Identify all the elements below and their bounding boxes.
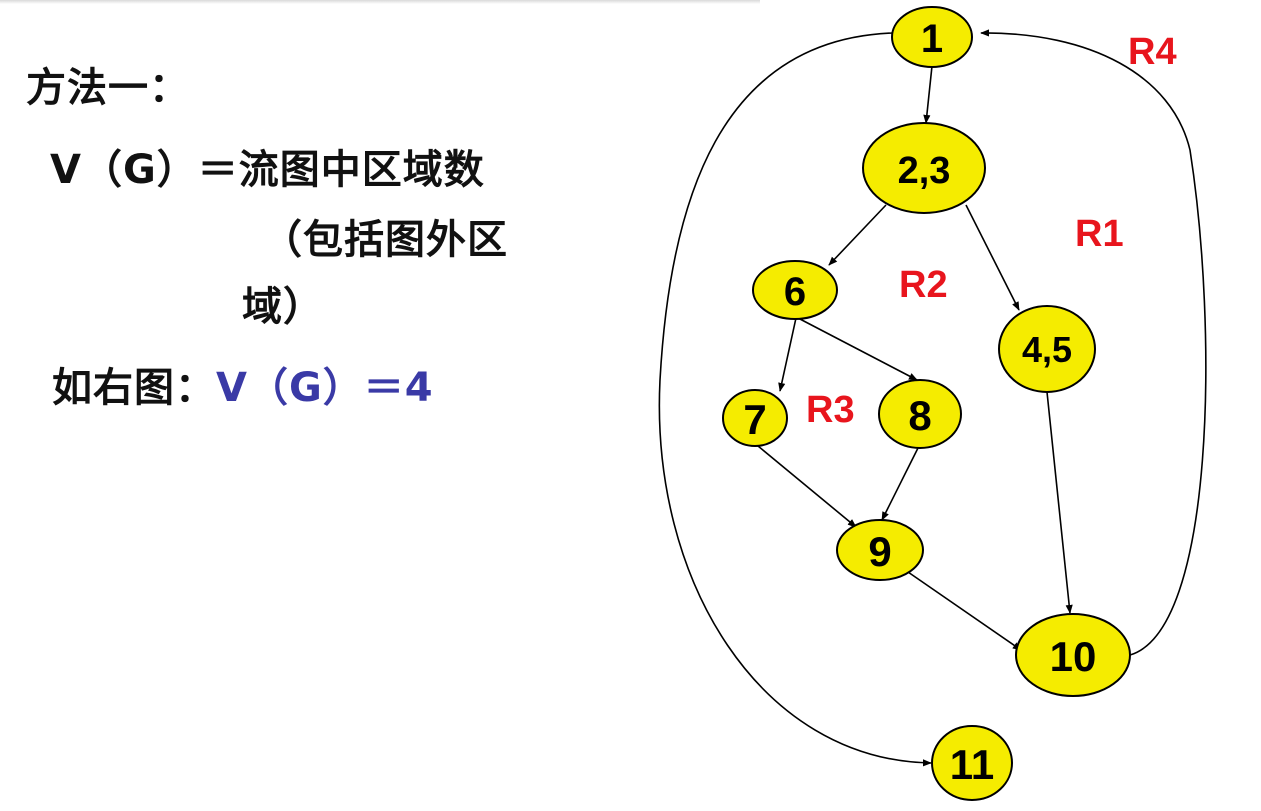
- node-1: 1: [891, 6, 973, 68]
- edge-1-to-11: [658, 32, 932, 767]
- node-7-label: 7: [743, 396, 766, 443]
- method-title: 方法一：: [26, 65, 190, 111]
- edge-2-3-to-6: [828, 204, 887, 266]
- node-11-circle: [931, 725, 1013, 801]
- node-2-3-label: 2,3: [898, 150, 951, 192]
- node-6-circle: [752, 260, 838, 320]
- edge-1-to-2-3: [923, 65, 933, 124]
- edge-8-to-9: [881, 447, 919, 521]
- node-4-5: 4,5: [998, 305, 1096, 393]
- node-8: 8: [878, 379, 962, 449]
- top-border-strip: [0, 0, 760, 4]
- edge-2-3-to-4-5: [965, 204, 1020, 311]
- edge-7-to-9: [757, 445, 857, 528]
- method-text-panel: 方法一： V（G）＝流图中区域数 （包括图外区 域） 如右图：V（G）＝4: [26, 65, 508, 412]
- region-label-r1: R1: [1075, 213, 1124, 255]
- node-8-label: 8: [908, 392, 931, 439]
- node-11: 11: [931, 725, 1013, 801]
- formula-continuation-2: 域）: [242, 284, 324, 330]
- example-line: 如右图：V（G）＝4: [52, 364, 434, 412]
- region-label-r4: R4: [1128, 31, 1177, 73]
- node-2-3-circle: [862, 122, 986, 214]
- graph-nodes: 1 2,3 6 4,5 7 8 9 10: [722, 6, 1131, 801]
- graph-edges: [658, 29, 1207, 767]
- node-6-label: 6: [784, 270, 806, 314]
- edge-10-to-1: [980, 29, 1207, 656]
- node-9: 9: [836, 519, 924, 581]
- node-1-label: 1: [921, 17, 943, 61]
- edge-6-to-8: [797, 317, 918, 381]
- node-4-5-label: 4,5: [1022, 329, 1072, 370]
- region-labels: R1 R2 R3 R4: [806, 31, 1177, 431]
- node-7-circle: [722, 389, 788, 447]
- node-9-label: 9: [868, 528, 891, 575]
- node-7: 7: [722, 389, 788, 447]
- node-9-circle: [836, 519, 924, 581]
- region-label-r2: R2: [899, 264, 948, 306]
- formula-continuation-1: （包括图外区: [262, 217, 508, 263]
- node-6: 6: [752, 260, 838, 320]
- node-1-circle: [891, 6, 973, 68]
- edge-9-to-10: [907, 571, 1022, 651]
- node-10-label: 10: [1050, 633, 1097, 680]
- example-result: V（G）＝4: [216, 365, 434, 411]
- node-4-5-circle: [998, 305, 1096, 393]
- node-10-circle: [1015, 613, 1131, 697]
- node-10: 10: [1015, 613, 1131, 697]
- node-8-circle: [878, 379, 962, 449]
- region-label-r3: R3: [806, 389, 855, 431]
- edge-4-5-to-10: [1046, 391, 1073, 614]
- formula-line: V（G）＝流图中区域数: [50, 147, 485, 193]
- node-2-3: 2,3: [862, 122, 986, 214]
- example-prefix: 如右图：: [52, 365, 216, 411]
- node-11-label: 11: [950, 741, 994, 788]
- edge-6-to-7: [778, 317, 797, 392]
